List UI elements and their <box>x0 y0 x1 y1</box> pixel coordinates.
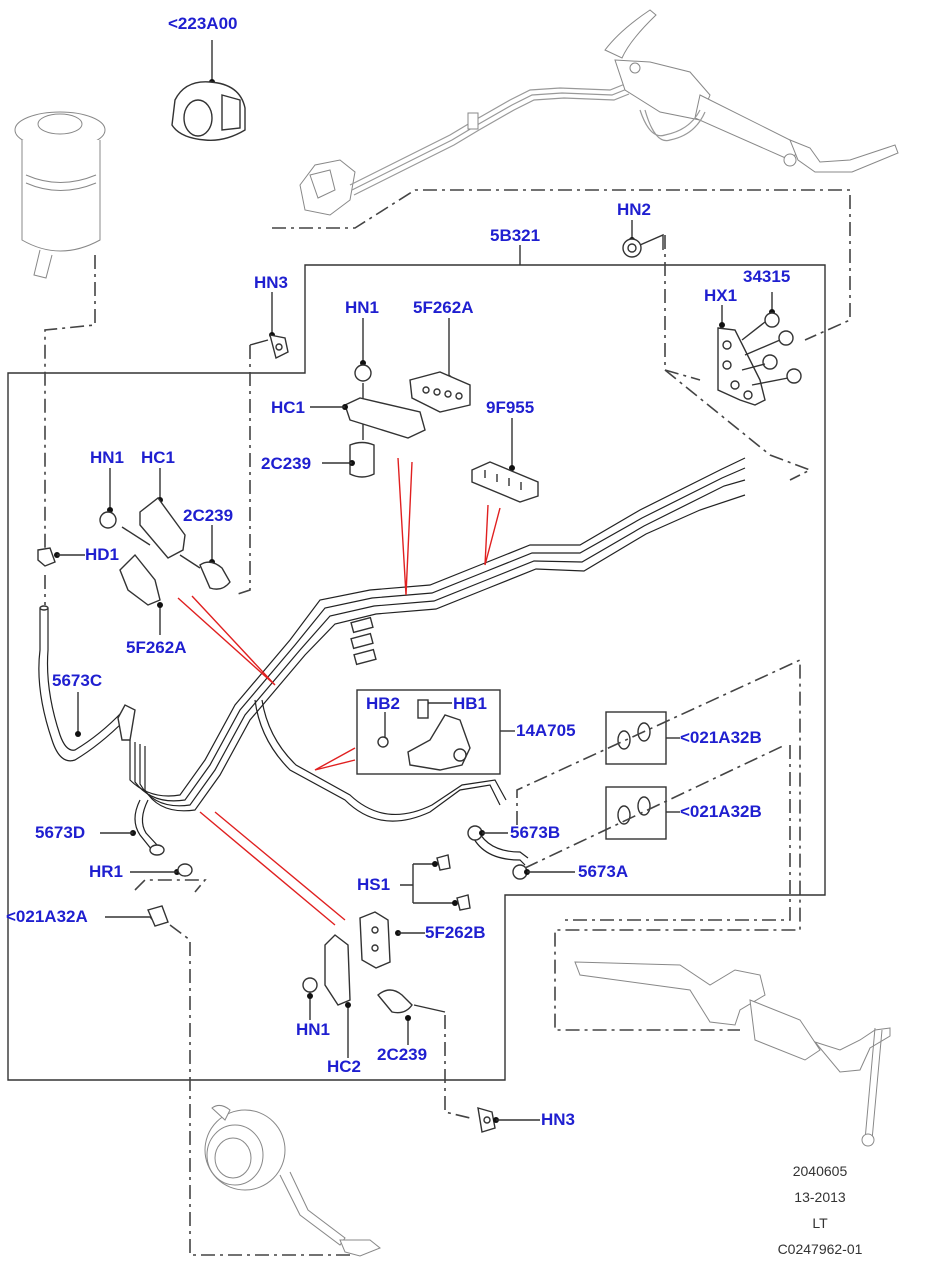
callout-2C239-bottom[interactable]: 2C239 <box>377 1045 428 1064</box>
callout-HN1-top[interactable]: HN1 <box>345 298 380 317</box>
callout-HB1[interactable]: HB1 <box>453 694 488 713</box>
callout-HN3-bottom[interactable]: HN3 <box>541 1110 576 1129</box>
callout-5F262A-top[interactable]: 5F262A <box>413 298 474 317</box>
reference-line <box>169 924 355 1256</box>
indicator-lines <box>177 457 501 926</box>
callout-HN1-bottom[interactable]: HN1 <box>296 1020 331 1039</box>
callout-HD1[interactable]: HD1 <box>85 545 120 564</box>
callout-5F262B[interactable]: 5F262B <box>425 923 486 942</box>
reference-line <box>562 745 791 921</box>
callout-HC1-top[interactable]: HC1 <box>271 398 306 417</box>
reference-line <box>524 744 786 869</box>
reference-line <box>272 189 851 341</box>
hose-5673C-illustration <box>38 605 136 762</box>
callout-5673B[interactable]: 5673B <box>510 823 561 842</box>
callout-5673C[interactable]: 5673C <box>52 671 103 690</box>
callout-HS1[interactable]: HS1 <box>357 875 391 894</box>
callout-34315[interactable]: 34315 <box>743 267 791 286</box>
callout-HN1-left[interactable]: HN1 <box>90 448 125 467</box>
isolator-5F262A-top-illustration <box>409 318 471 413</box>
mount-top-group-illustration <box>310 318 426 478</box>
callout-HN3-top[interactable]: HN3 <box>254 273 289 292</box>
reference-line <box>664 369 812 481</box>
brake-pipe-bundle-illustration <box>129 457 746 880</box>
rear-axle-pipe-assembly-illustration <box>299 9 899 216</box>
mount-left-group-illustration <box>37 468 231 635</box>
assembly-boundary <box>7 264 826 1081</box>
callout-HB2[interactable]: HB2 <box>366 694 401 713</box>
fluid-reservoir-illustration <box>14 111 106 279</box>
drawing-market-code: LT <box>812 1215 828 1231</box>
callout-223A00[interactable]: <223A00 <box>168 14 238 33</box>
reference-line <box>44 255 96 555</box>
callout-HC1-left[interactable]: HC1 <box>141 448 176 467</box>
drawing-reference-block: 2040605 13-2013 LT C0247962-01 <box>750 1158 890 1262</box>
drawing-date-code: 13-2013 <box>794 1189 846 1205</box>
callout-021A32B-upper[interactable]: <021A32B <box>680 728 762 747</box>
reference-line <box>664 235 701 381</box>
bracket-14A705-box <box>356 689 515 775</box>
callout-5673D[interactable]: 5673D <box>35 823 86 842</box>
callout-021A32A[interactable]: <021A32A <box>6 907 88 926</box>
callout-2C239-top[interactable]: 2C239 <box>261 454 312 473</box>
nut-HN3-bottom-illustration <box>477 1107 540 1133</box>
bracket-HX1-illustration <box>717 292 802 406</box>
callout-2C239-left[interactable]: 2C239 <box>183 506 234 525</box>
callout-HX1[interactable]: HX1 <box>704 286 738 305</box>
callout-021A32B-lower[interactable]: <021A32B <box>680 802 762 821</box>
drawing-illustration-id: C0247962-01 <box>777 1241 863 1257</box>
reference-line <box>234 345 251 596</box>
clutch-slave-cylinder-illustration <box>204 1104 381 1257</box>
callout-5F262A-left[interactable]: 5F262A <box>126 638 187 657</box>
clip-9F955-illustration <box>471 418 539 503</box>
mount-bottom-group-illustration <box>302 911 446 1058</box>
pipe-fittings-5673A-5673B-HS1 <box>400 830 575 911</box>
nut-HN2-illustration <box>622 220 664 258</box>
callout-HC2[interactable]: HC2 <box>327 1057 362 1076</box>
callout-5673A[interactable]: 5673A <box>578 862 629 881</box>
nut-HN3-top-illustration <box>249 292 289 360</box>
reference-line <box>516 658 801 1031</box>
callout-HN2[interactable]: HN2 <box>617 200 652 219</box>
clip-223A00-illustration <box>171 40 246 141</box>
reference-line <box>444 1015 471 1119</box>
callout-14A705[interactable]: 14A705 <box>516 721 576 740</box>
fittings-5673D-HR1-021A32A <box>100 830 207 927</box>
seal-kit-021A32B-lower <box>605 786 680 840</box>
drawing-number: 2040605 <box>792 1163 848 1179</box>
callout-HR1[interactable]: HR1 <box>89 862 124 881</box>
callout-5B321[interactable]: 5B321 <box>490 226 541 245</box>
callout-9F955[interactable]: 9F955 <box>486 398 535 417</box>
rear-axle-actuator-illustration <box>574 961 891 1147</box>
